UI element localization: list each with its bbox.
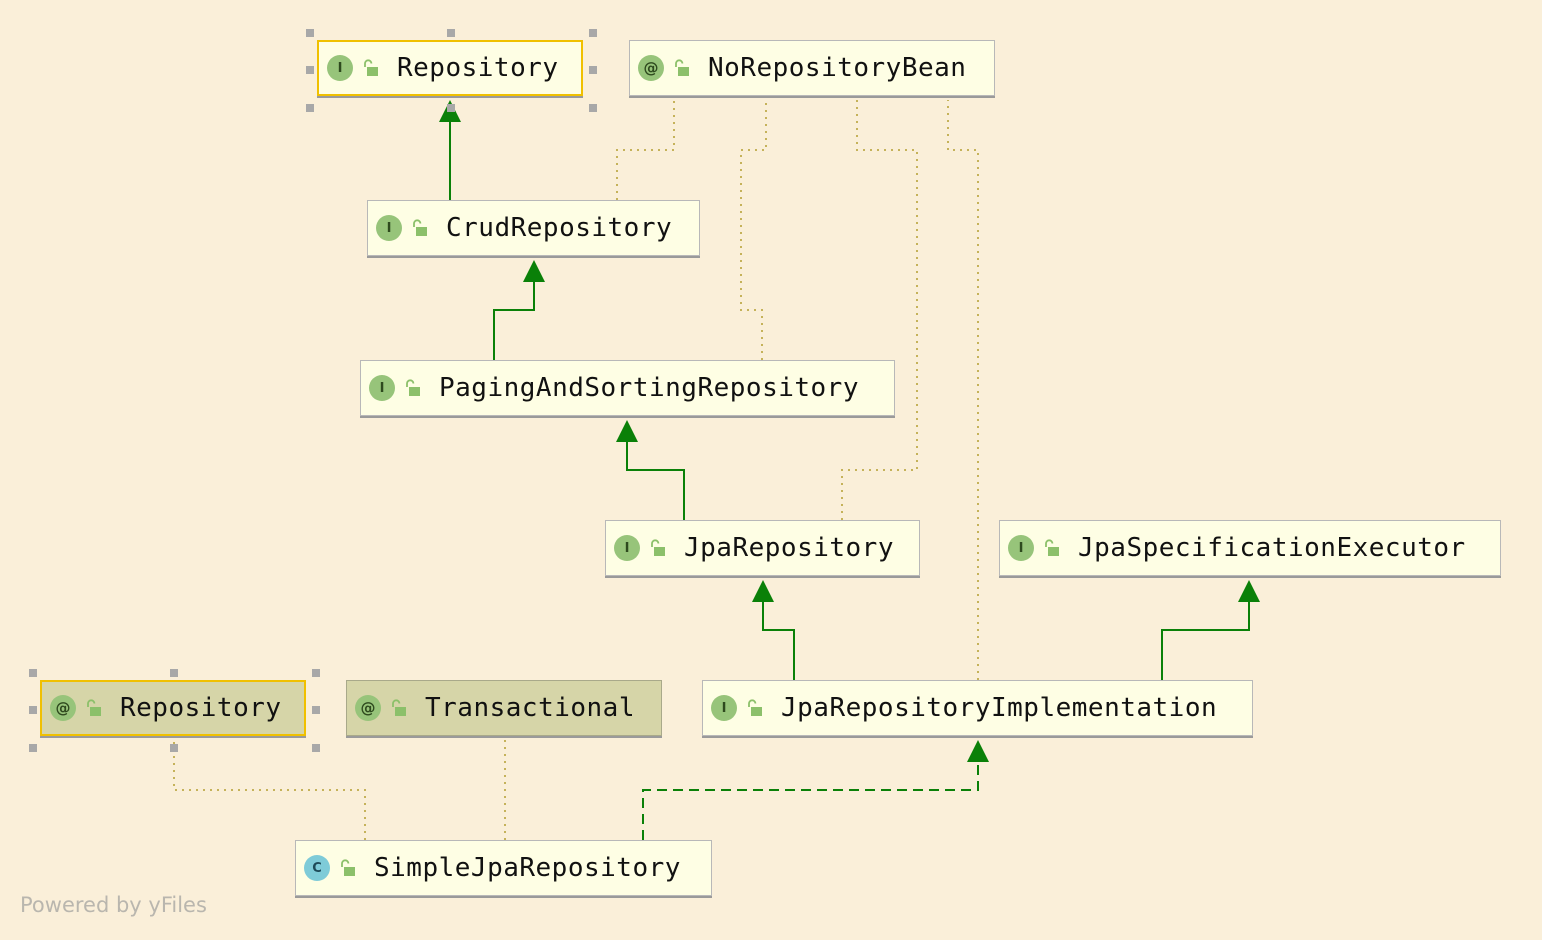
edge-jpaimpl-norepositorybean — [947, 100, 979, 680]
annotation-icon: @ — [50, 695, 76, 721]
unlocked-icon — [675, 59, 689, 76]
node-crud-repository[interactable]: I CrudRepository — [367, 200, 700, 256]
selection-handle[interactable] — [170, 669, 178, 677]
arrowhead-crud — [523, 260, 545, 282]
selection-handle[interactable] — [312, 706, 320, 714]
node-label: Repository — [397, 53, 559, 83]
edge-simple-implements-jpaimpl — [642, 760, 979, 840]
node-repository-interface[interactable]: I Repository — [317, 40, 583, 96]
selection-handle[interactable] — [29, 706, 37, 714]
node-label: Repository — [120, 693, 282, 723]
interface-icon: I — [1008, 535, 1034, 561]
unlocked-icon — [406, 379, 420, 396]
node-label: CrudRepository — [446, 213, 673, 243]
node-label: SimpleJpaRepository — [374, 853, 681, 883]
interface-icon: I — [711, 695, 737, 721]
selection-handle[interactable] — [447, 29, 455, 37]
unlocked-icon — [87, 699, 101, 716]
selection-handle[interactable] — [306, 66, 314, 74]
unlocked-icon — [364, 59, 378, 76]
edge-jpa-norepositorybean — [841, 100, 918, 520]
annotation-icon: @ — [638, 55, 664, 81]
node-simple-jpa-repository[interactable]: C SimpleJpaRepository — [295, 840, 712, 896]
node-jpa-repository[interactable]: I JpaRepository — [605, 520, 920, 576]
edge-crud-norepositorybean — [616, 100, 675, 200]
arrowhead-jpaimpl — [967, 740, 989, 762]
selection-handle[interactable] — [29, 669, 37, 677]
node-jpa-repository-implementation[interactable]: I JpaRepositoryImplementation — [702, 680, 1253, 736]
edge-jpa-extends-paging — [626, 440, 685, 520]
selection-handle[interactable] — [312, 669, 320, 677]
selection-handle[interactable] — [306, 104, 314, 112]
selection-handle[interactable] — [447, 104, 455, 112]
selection-handle[interactable] — [589, 66, 597, 74]
selection-handle[interactable] — [29, 744, 37, 752]
unlocked-icon — [1045, 539, 1059, 556]
node-paging-and-sorting-repository[interactable]: I PagingAndSortingRepository — [360, 360, 895, 416]
arrowhead-specexecutor — [1238, 580, 1260, 602]
edge-paging-extends-crud — [493, 280, 535, 360]
interface-icon: I — [614, 535, 640, 561]
class-icon: C — [304, 855, 330, 881]
selection-handle[interactable] — [170, 744, 178, 752]
node-label: Transactional — [425, 693, 635, 723]
selection-handle[interactable] — [589, 29, 597, 37]
unlocked-icon — [413, 219, 427, 236]
unlocked-icon — [651, 539, 665, 556]
arrowhead-paging — [616, 420, 638, 442]
unlocked-icon — [748, 699, 762, 716]
selection-handle[interactable] — [306, 29, 314, 37]
node-label: NoRepositoryBean — [708, 53, 967, 83]
node-repository-annotation[interactable]: @ Repository — [40, 680, 306, 736]
unlocked-icon — [392, 699, 406, 716]
interface-icon: I — [327, 55, 353, 81]
node-label: JpaRepository — [684, 533, 894, 563]
interface-icon: I — [376, 215, 402, 241]
node-jpa-specification-executor[interactable]: I JpaSpecificationExecutor — [999, 520, 1501, 576]
selection-handle[interactable] — [589, 104, 597, 112]
edge-jpaimpl-extends-jpa — [762, 600, 795, 680]
node-transactional-annotation[interactable]: @ Transactional — [346, 680, 662, 736]
selection-handle[interactable] — [312, 744, 320, 752]
node-no-repository-bean[interactable]: @ NoRepositoryBean — [629, 40, 995, 96]
edge-jpaimpl-extends-specexecutor — [1161, 600, 1250, 680]
unlocked-icon — [341, 859, 355, 876]
arrowhead-jpa — [752, 580, 774, 602]
node-label: PagingAndSortingRepository — [439, 373, 859, 403]
node-label: JpaRepositoryImplementation — [781, 693, 1218, 723]
annotation-icon: @ — [355, 695, 381, 721]
powered-by-watermark: Powered by yFiles — [20, 893, 207, 917]
node-label: JpaSpecificationExecutor — [1078, 533, 1466, 563]
interface-icon: I — [369, 375, 395, 401]
edge-paging-norepositorybean — [740, 100, 767, 360]
edge-simple-repository-annotation — [173, 740, 366, 840]
